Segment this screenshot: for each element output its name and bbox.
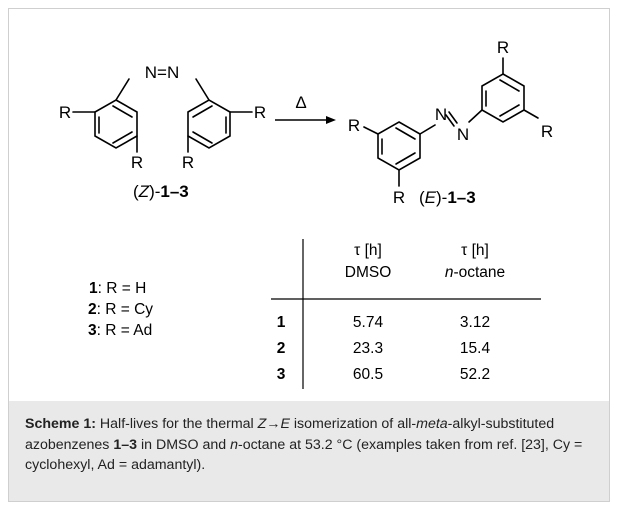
e-n-lower: N: [457, 125, 469, 144]
header-octane-tau: τ [h]: [461, 242, 489, 259]
reaction-scheme: N=N R R R R (Z)-1–3 Δ: [59, 38, 553, 389]
scheme-figure: N=N R R R R (Z)-1–3 Δ: [8, 8, 610, 502]
e-r-left: R: [348, 116, 360, 135]
e-isomer-structure: [363, 57, 539, 187]
caption-text: in DMSO and: [137, 436, 231, 453]
caption-label: Scheme 1:: [25, 416, 96, 432]
row-3-dmso: 60.5: [353, 366, 383, 383]
z-isomer-structure: [72, 78, 253, 153]
e-compound-name: (E)-1–3: [419, 188, 476, 207]
header-dmso-tau: τ [h]: [354, 242, 382, 259]
e-r-right: R: [541, 122, 553, 141]
legend-item-1: 1: R = H: [89, 280, 146, 297]
caption-italic: Z: [257, 416, 267, 432]
reaction-arrow: [275, 116, 336, 124]
z-compound-name: (Z)-1–3: [133, 182, 189, 201]
row-2-dmso: 23.3: [353, 340, 383, 357]
z-r-right: R: [254, 103, 266, 122]
legend-item-2: 2: R = Cy: [88, 301, 153, 318]
row-1-octane: 3.12: [460, 314, 490, 331]
heat-label: Δ: [295, 93, 306, 112]
row-1-compound: 1: [277, 314, 286, 331]
table-lines: [271, 239, 541, 389]
header-octane-solvent: n-octane: [445, 264, 505, 281]
row-3-compound: 3: [277, 366, 286, 383]
z-azo-label: N=N: [145, 63, 179, 82]
e-r-bottom: R: [393, 188, 405, 207]
legend-item-3: 3: R = Ad: [88, 322, 152, 339]
row-2-compound: 2: [277, 340, 286, 357]
caption-text: Half-lives for the thermal: [95, 416, 258, 432]
z-r-left: R: [59, 103, 71, 122]
e-r-top: R: [497, 38, 509, 57]
caption-text: -octane at 53.2 °C (examples taken from …: [25, 436, 583, 474]
row-2-octane: 15.4: [460, 340, 491, 357]
caption-text: →: [266, 416, 281, 432]
caption-italic: n: [230, 436, 238, 453]
z-r-bottom-right: R: [182, 153, 194, 172]
row-1-dmso: 5.74: [353, 314, 384, 331]
caption-italic: meta: [416, 416, 448, 432]
row-3-octane: 52.2: [460, 366, 490, 383]
caption-bold: 1–3: [113, 436, 138, 453]
e-n-upper: N: [435, 105, 447, 124]
scheme-caption: Scheme 1: Half-lives for the thermal Z→E…: [9, 401, 609, 501]
caption-text: -alkyl-substituted azobenzenes: [25, 416, 555, 453]
z-r-bottom-left: R: [131, 153, 143, 172]
caption-italic: E: [280, 416, 290, 432]
caption-text: isomerization of all-: [289, 416, 417, 432]
header-dmso-solvent: DMSO: [345, 264, 392, 281]
